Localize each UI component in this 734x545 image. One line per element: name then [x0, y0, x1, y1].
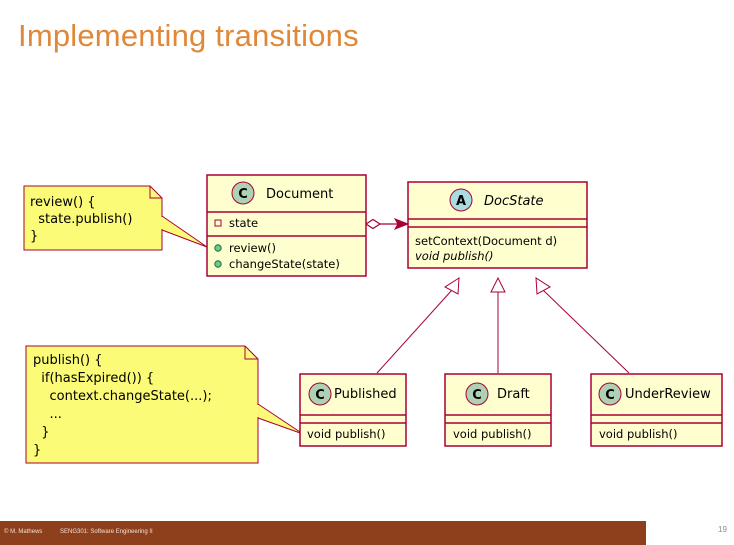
class-method: changeState(state) — [229, 257, 340, 271]
footer-author: © M. Mathews — [4, 529, 43, 535]
class-name: Draft — [497, 387, 530, 402]
publish-note-line: publish() { — [33, 353, 103, 368]
inheritance-links — [376, 276, 630, 374]
publish-note-line: } — [33, 425, 50, 440]
class-field: state — [229, 216, 258, 230]
class-draft: C Draft void publish() — [444, 373, 552, 447]
review-note-line: } — [30, 229, 38, 244]
square-outline-icon — [214, 219, 222, 227]
class-stereotype-icon — [308, 382, 332, 406]
abstract-stereotype-icon — [449, 188, 473, 212]
aggregation-link — [364, 218, 410, 230]
class-method: setContext(Document d) — [415, 234, 557, 248]
publish-note-line: context.changeState(...); — [33, 389, 212, 404]
publish-note-line: } — [33, 443, 41, 458]
class-name: DocState — [484, 194, 544, 209]
hollow-triangle-arrow-icon — [444, 277, 460, 295]
review-note: review() { state.publish() } — [23, 185, 208, 251]
class-stereotype-letter: C — [238, 187, 248, 202]
green-circle-icon — [214, 260, 222, 268]
page-number: 19 — [718, 525, 727, 534]
class-underreview: C UnderReview void publish() — [590, 373, 723, 447]
class-stereotype-letter: C — [472, 388, 482, 403]
class-method: void publish() — [599, 427, 678, 441]
footer-course: SENG301: Software Engineering II — [60, 529, 153, 535]
class-method: void publish() — [307, 427, 386, 441]
class-method: void publish() — [453, 427, 532, 441]
slide-title: Implementing transitions — [18, 18, 359, 53]
hollow-triangle-arrow-icon — [490, 276, 506, 293]
class-stereotype-letter: A — [456, 194, 466, 209]
footer-bar: © M. Mathews SENG301: Software Engineeri… — [0, 521, 646, 545]
class-name: Published — [334, 387, 397, 402]
green-circle-icon — [214, 244, 222, 252]
class-docstate: A DocState setContext(Document d) void p… — [407, 181, 588, 269]
publish-note-line: if(hasExpired()) { — [33, 371, 154, 386]
review-note-line: review() { — [30, 195, 96, 210]
class-published: C Published void publish() — [299, 373, 407, 447]
hollow-triangle-arrow-icon — [535, 277, 551, 295]
review-note-line: state.publish() — [30, 212, 132, 227]
arrow-head-icon — [393, 218, 410, 230]
class-stereotype-icon — [598, 382, 622, 406]
hollow-diamond-icon — [364, 218, 382, 230]
class-method: void publish() — [415, 249, 494, 263]
class-stereotype-icon — [231, 181, 255, 205]
class-method: review() — [229, 241, 276, 255]
publish-note: publish() { if(hasExpired()) { context.c… — [25, 345, 304, 464]
publish-note-line: ... — [33, 407, 62, 422]
class-name: Document — [266, 187, 333, 202]
class-name: UnderReview — [625, 387, 711, 402]
class-document: C Document state review() changeState(st… — [206, 174, 367, 277]
class-stereotype-icon — [465, 382, 489, 406]
class-stereotype-letter: C — [605, 388, 615, 403]
class-stereotype-letter: C — [315, 388, 325, 403]
